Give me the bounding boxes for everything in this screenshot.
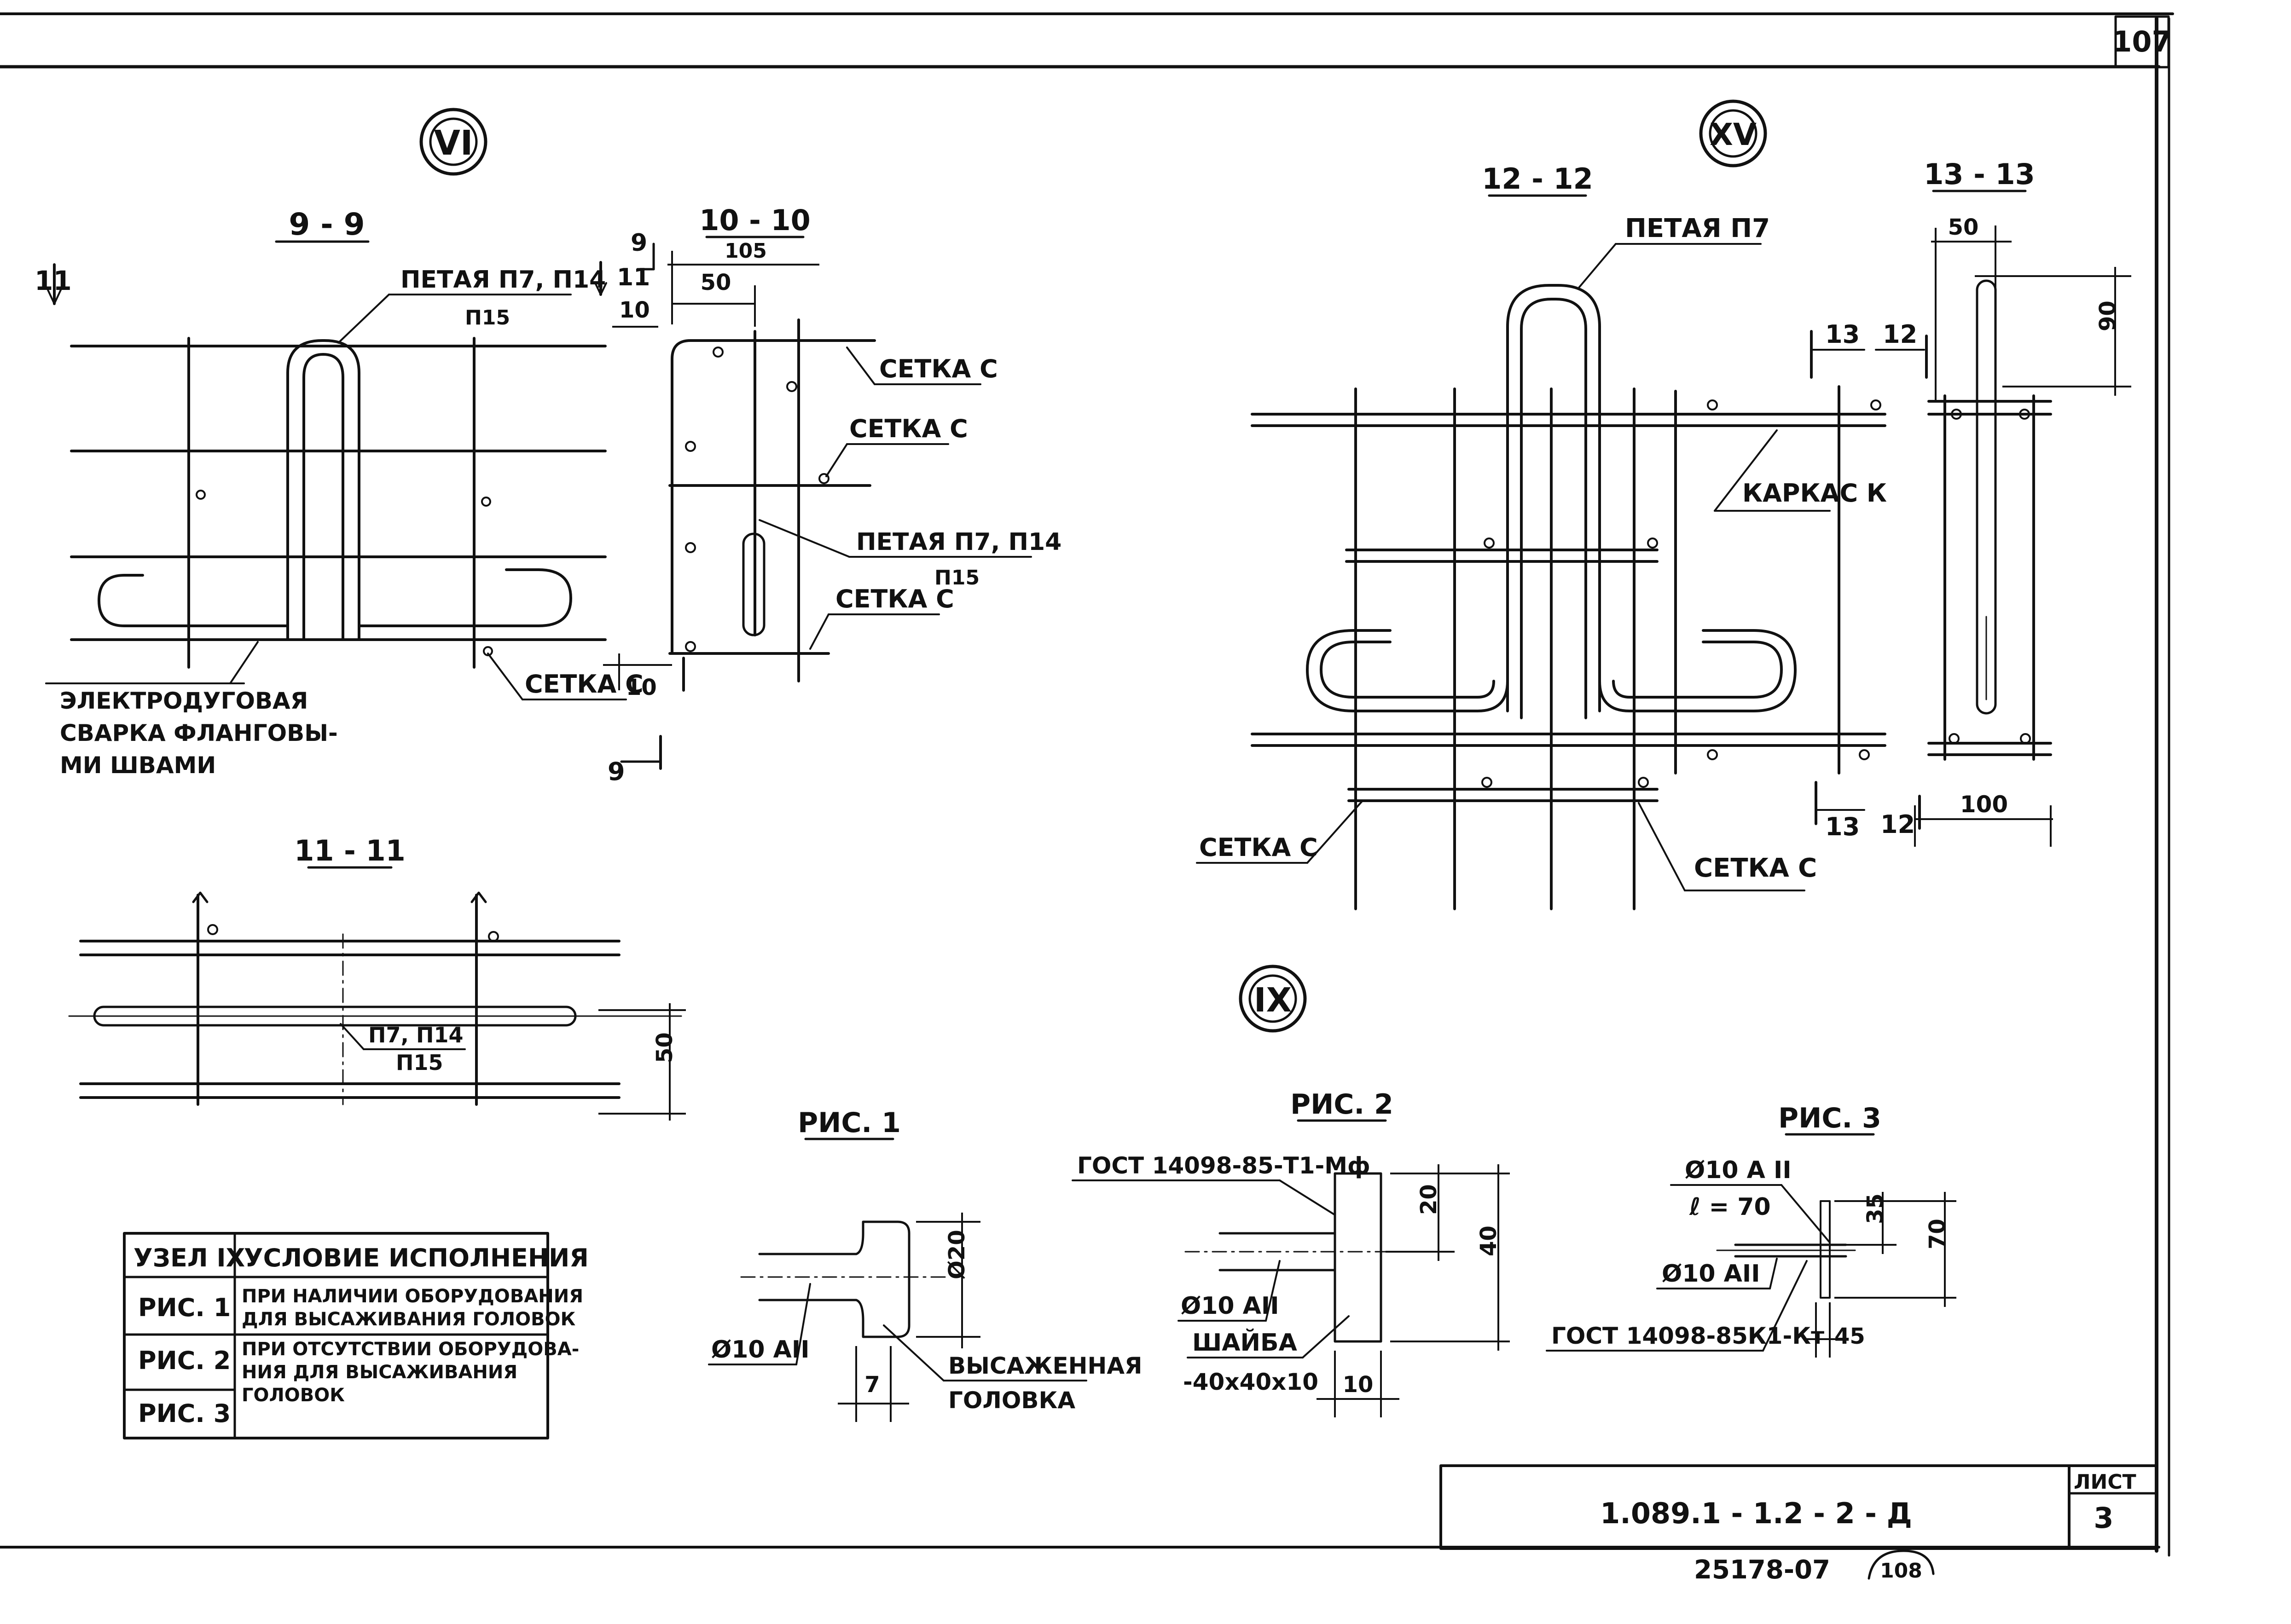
table-row-2-fig: РИС. 2 [138, 1346, 231, 1375]
fig2-gost: ГОСТ 14098-85-Т1-Мф [1077, 1152, 1370, 1179]
fig2-dim-10: 10 [1343, 1372, 1374, 1398]
section-10-10: 10 - 10 105 50 9 11 10 СЕТКА С СЕТК [487, 203, 1061, 786]
section-11-11: 11 - 11 П7, П14 П15 50 [68, 834, 686, 1121]
section-9-9-title: 9 - 9 [289, 207, 365, 242]
node-vi-label: VI [434, 123, 473, 163]
table-row-1-line-2: ДЛЯ ВЫСАЖИВАНИЯ ГОЛОВОК [242, 1309, 576, 1330]
figure-1: РИС. 1 Ø20 7 Ø10 AII ВЫСАЖЕННАЯ ГОЛОВКА [708, 1107, 1143, 1422]
dim-10-bottom: 10 [626, 675, 657, 700]
dim-105: 105 [725, 239, 767, 263]
fig3-gost: ГОСТ 14098-85К1-Кт [1551, 1323, 1824, 1349]
loop-label-12-12: ПЕТАЯ П7 [1625, 214, 1770, 243]
table-header-condition: УСЛОВИЕ ИСПОЛНЕНИЯ [244, 1243, 589, 1272]
fig3-dim-70: 70 [1925, 1219, 1950, 1249]
figure-3: РИС. 3 Ø10 A II ℓ = 70 35 70 Ø10 AII ГОС… [1546, 1102, 1956, 1358]
table-row-2-line-3: ГОЛОВОК [242, 1385, 345, 1406]
section-mark-11-right: 11 [617, 264, 650, 291]
loop-label-9-9-b: П15 [465, 306, 510, 329]
mesh-label-12-12-b: СЕТКА С [1694, 853, 1817, 883]
node-ix-marker: IX [1239, 965, 1307, 1033]
footer-number: 25178-07 [1694, 1555, 1830, 1585]
fig2-dim-40: 40 [1476, 1225, 1502, 1256]
fig3-dim-45: 45 [1834, 1323, 1865, 1349]
section-11-11-title: 11 - 11 [294, 834, 405, 867]
node-xv-marker: XV [1699, 99, 1767, 168]
section-10-10-title: 10 - 10 [699, 203, 810, 237]
figure-3-title: РИС. 3 [1778, 1102, 1881, 1134]
fig2-washer-1: ШАЙБА [1192, 1329, 1297, 1357]
node-vi-marker: VI [419, 108, 487, 176]
section-mark-13-bottom: 13 [1825, 812, 1860, 841]
mesh-label-3: СЕТКА С [835, 584, 954, 613]
dim-10-top: 10 [619, 297, 650, 323]
figure-1-title: РИС. 1 [798, 1107, 901, 1139]
weld-label-1: ЭЛЕКТРОДУГОВАЯ [60, 688, 308, 714]
loop-label-9-9: ПЕТАЯ П7, П14 [400, 266, 606, 294]
dim-50-11-11: 50 [652, 1032, 678, 1063]
fig3-dia-bottom: Ø10 AII [1662, 1260, 1760, 1288]
drawing-code: 1.089.1 - 1.2 - 2 - Д [1600, 1497, 1912, 1530]
table-row-2-line-2: НИЯ ДЛЯ ВЫСАЖИВАНИЯ [242, 1362, 517, 1383]
title-block: 1.089.1 - 1.2 - 2 - Д ЛИСТ 3 25178-07 10… [1439, 1464, 2158, 1585]
mesh-label-12-12-a: СЕТКА С [1199, 833, 1318, 862]
section-12-12-title: 12 - 12 [1482, 162, 1593, 196]
sheet-number: 107 [2112, 25, 2171, 58]
node-ix-label: IX [1254, 981, 1292, 1019]
table-row-1-line-1: ПРИ НАЛИЧИИ ОБОРУДОВАНИЯ [242, 1286, 583, 1307]
fig1-dia: Ø10 AII [711, 1336, 810, 1364]
frame-label: КАРКАС К [1742, 479, 1887, 508]
node-xv-label: XV [1710, 117, 1757, 152]
sheet-label: ЛИСТ [2074, 1470, 2136, 1494]
figure-2: РИС. 2 ГОСТ 14098-85-Т1-Мф 20 40 Ø10 AII… [1072, 1088, 1510, 1417]
mesh-label-2: СЕТКА С [849, 414, 968, 443]
fig2-washer-2: -40х40х10 [1183, 1369, 1318, 1395]
table-row-2-line-1: ПРИ ОТСУТСТВИИ ОБОРУДОВА- [242, 1339, 579, 1360]
mesh-label-1: СЕТКА С [879, 354, 998, 383]
section-13-13: 13 - 13 50 90 100 [1914, 157, 2131, 847]
dim-50-13-13: 50 [1948, 214, 1979, 240]
fig1-dim-d20: Ø20 [944, 1230, 970, 1279]
section-9-9: 9 - 9 11 ПЕТАЯ П7, П14 П15 ЭЛЕКТРОДУГОВА… [35, 207, 607, 779]
section-12-12: 12 - 12 ПЕТАЯ П7 КАРКАС К [1196, 162, 1928, 910]
loop-label-11-11: П7, П14 [368, 1023, 464, 1047]
section-mark-12-bottom: 12 [1880, 810, 1915, 839]
fig2-dia: Ø10 AII [1181, 1292, 1279, 1320]
fig1-head-1: ВЫСАЖЕННАЯ [948, 1352, 1143, 1379]
weld-label-2: СВАРКА ФЛАНГОВЫ- [60, 720, 338, 746]
fig3-length: ℓ = 70 [1689, 1193, 1771, 1221]
mesh-label-4: СЕТКА С [525, 670, 644, 699]
loop-label-11-11-b: П15 [396, 1050, 443, 1075]
dim-90: 90 [2095, 301, 2121, 331]
fig1-head-2: ГОЛОВКА [948, 1387, 1075, 1414]
fig3-dia-top: Ø10 A II [1685, 1156, 1792, 1184]
dim-100: 100 [1960, 791, 2008, 818]
section-13-13-title: 13 - 13 [1924, 157, 2035, 191]
loop-label-10-10: ПЕТАЯ П7, П14 [856, 528, 1061, 556]
table-row-3-fig: РИС. 3 [138, 1399, 231, 1428]
corner-mark: 108 [1880, 1559, 1922, 1583]
sheet-frame: 10 7 [0, 12, 2174, 1557]
dim-50-10-10: 50 [701, 270, 731, 295]
section-mark-12-top: 12 [1883, 320, 1917, 349]
sheet-value: 3 [2094, 1501, 2113, 1535]
fig3-dim-35: 35 [1862, 1193, 1888, 1224]
weld-label-3: МИ ШВАМИ [60, 752, 216, 779]
loop-label-10-10-b: П15 [934, 566, 980, 589]
section-mark-9-top: 9 [631, 229, 647, 257]
section-mark-13-top: 13 [1825, 320, 1860, 349]
execution-table: УЗЕЛ IX УСЛОВИЕ ИСПОЛНЕНИЯ РИС. 1 ПРИ НА… [123, 1232, 589, 1439]
fig2-dim-20: 20 [1416, 1184, 1442, 1215]
table-row-1-fig: РИС. 1 [138, 1293, 231, 1322]
fig1-dim-7: 7 [864, 1372, 880, 1398]
figure-2-title: РИС. 2 [1290, 1088, 1393, 1121]
table-header-node: УЗЕЛ IX [133, 1243, 245, 1272]
